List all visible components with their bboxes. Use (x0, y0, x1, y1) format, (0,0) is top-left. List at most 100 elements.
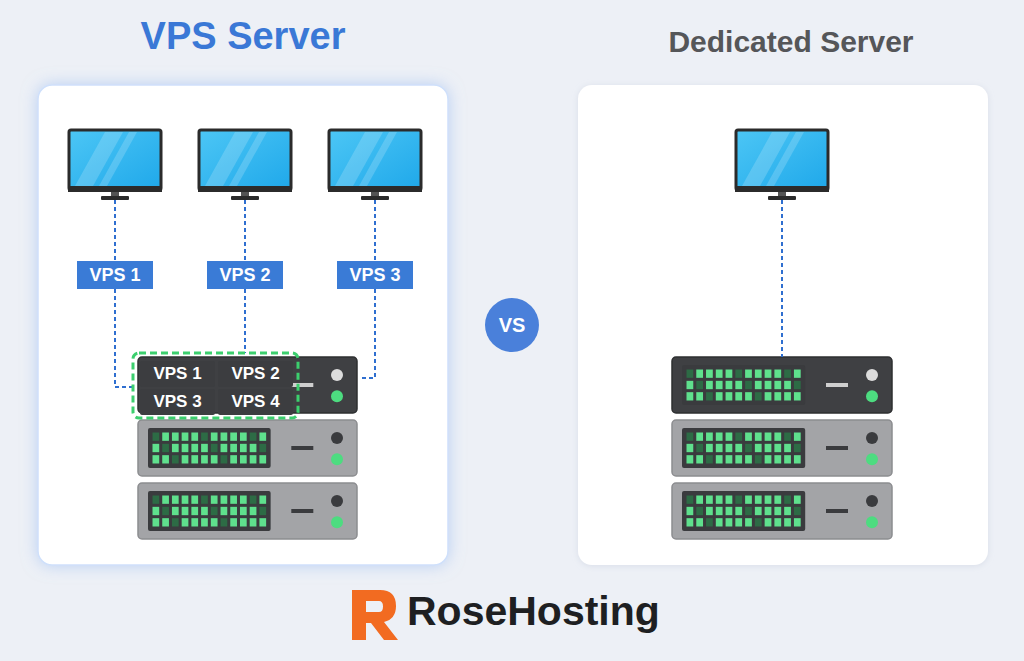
led (211, 518, 218, 526)
led (745, 444, 752, 452)
server-panel (148, 428, 271, 468)
node-label: VPS 3 (153, 392, 201, 412)
led (230, 496, 237, 504)
led (735, 507, 742, 515)
led (250, 507, 257, 515)
led (172, 444, 179, 452)
status-light (331, 516, 343, 528)
server-slot (826, 446, 848, 450)
led (774, 444, 781, 452)
led (765, 496, 772, 504)
led (794, 444, 801, 452)
led (172, 496, 179, 504)
led (172, 518, 179, 526)
led (794, 381, 801, 389)
led (153, 507, 160, 515)
led (706, 370, 713, 378)
led (687, 518, 694, 526)
node-label: VPS 4 (231, 392, 279, 412)
led (211, 496, 218, 504)
led (687, 507, 694, 515)
vps-slot: VPS 2 (218, 361, 293, 387)
led (765, 455, 772, 463)
dedicated-panel-ground (578, 85, 988, 565)
led (696, 496, 703, 504)
led (745, 496, 752, 504)
led (706, 444, 713, 452)
led (794, 518, 801, 526)
led (716, 444, 723, 452)
led (765, 518, 772, 526)
monitor-bezel (68, 186, 162, 192)
led (230, 444, 237, 452)
led (182, 496, 189, 504)
led (755, 518, 762, 526)
server-panel: VPS ServerVPS 1VPS 2VPS 3VPS 1VPS 2VPS 3… (38, 85, 448, 565)
led (696, 392, 703, 400)
led (726, 455, 733, 463)
power-button (866, 369, 878, 381)
led (726, 433, 733, 441)
led (201, 518, 208, 526)
led (765, 444, 772, 452)
led (774, 433, 781, 441)
wire (781, 200, 783, 357)
led (774, 392, 781, 400)
led (221, 433, 228, 441)
monitor (735, 130, 829, 200)
led (221, 496, 228, 504)
wire (374, 200, 376, 261)
led (221, 518, 228, 526)
server-slot (826, 383, 848, 387)
led (191, 518, 198, 526)
led (162, 444, 169, 452)
led (201, 455, 208, 463)
vps-slot: VPS 3 (140, 389, 215, 415)
led (182, 433, 189, 441)
led (211, 433, 218, 441)
led (687, 496, 694, 504)
led (201, 507, 208, 515)
led (735, 455, 742, 463)
led (230, 455, 237, 463)
led (755, 381, 762, 389)
led (696, 507, 703, 515)
monitor-base (231, 196, 259, 200)
vps-tag: VPS 3 (337, 261, 413, 289)
panel-heading: VPS Server (38, 15, 448, 58)
status-light (866, 390, 878, 402)
led (745, 507, 752, 515)
led (240, 507, 247, 515)
led (755, 370, 762, 378)
server-unit (672, 357, 892, 413)
led (716, 370, 723, 378)
server-unit (672, 483, 892, 539)
node-label: VPS 1 (89, 265, 140, 286)
led (726, 496, 733, 504)
monitor-screen (69, 130, 161, 190)
led (784, 496, 791, 504)
led (774, 507, 781, 515)
monitor-base (768, 196, 796, 200)
server-unit (138, 483, 357, 539)
led (259, 507, 266, 515)
led (745, 433, 752, 441)
led (755, 433, 762, 441)
led (250, 433, 257, 441)
led (716, 455, 723, 463)
status-light (866, 516, 878, 528)
led (765, 381, 772, 389)
led (784, 507, 791, 515)
led (259, 433, 266, 441)
power-button (866, 432, 878, 444)
led (687, 392, 694, 400)
led (687, 370, 694, 378)
led (774, 496, 781, 504)
logo-wordmark: RoseHosting (407, 588, 660, 635)
monitor-bezel (735, 186, 829, 192)
led (784, 433, 791, 441)
monitor (198, 130, 292, 200)
power-button (866, 495, 878, 507)
led (153, 444, 160, 452)
server-body (672, 483, 892, 539)
